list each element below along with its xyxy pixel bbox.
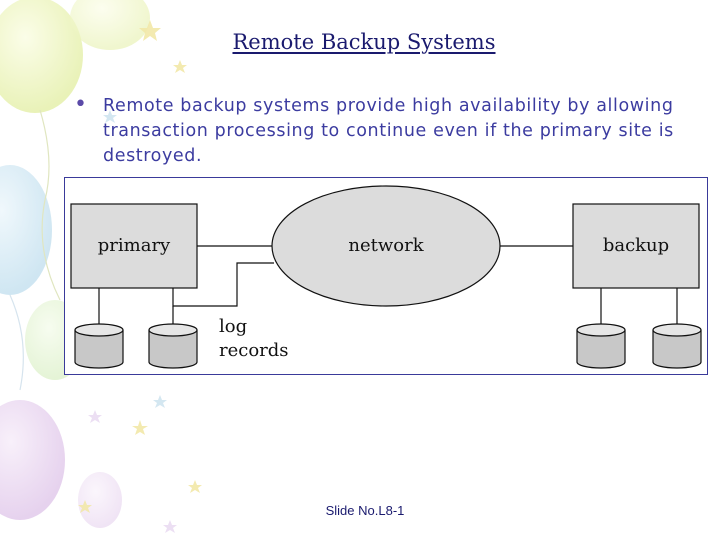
slide-title: Remote Backup Systems [232, 30, 496, 54]
primary-site-box [70, 203, 198, 289]
disk-icon [576, 323, 626, 369]
bullet-icon: • [74, 92, 87, 117]
network-label: network [348, 235, 424, 256]
slide-number: Slide No.L8-1 [325, 503, 405, 518]
log-records-label-line2: records [219, 340, 289, 361]
disk-icon [74, 323, 124, 369]
backup-label: backup [603, 235, 669, 256]
disk-icon [652, 323, 702, 369]
disk-icon [148, 323, 198, 369]
connection-lines [98, 245, 678, 324]
bullet-text: Remote backup systems provide high avail… [103, 96, 674, 166]
log-records-label-line1: log [219, 316, 247, 337]
remote-backup-diagram: primary network backup [64, 177, 708, 375]
bullet-point: • Remote backup systems provide high ava… [74, 92, 708, 169]
backup-site-box [572, 203, 700, 289]
primary-label: primary [98, 235, 171, 256]
